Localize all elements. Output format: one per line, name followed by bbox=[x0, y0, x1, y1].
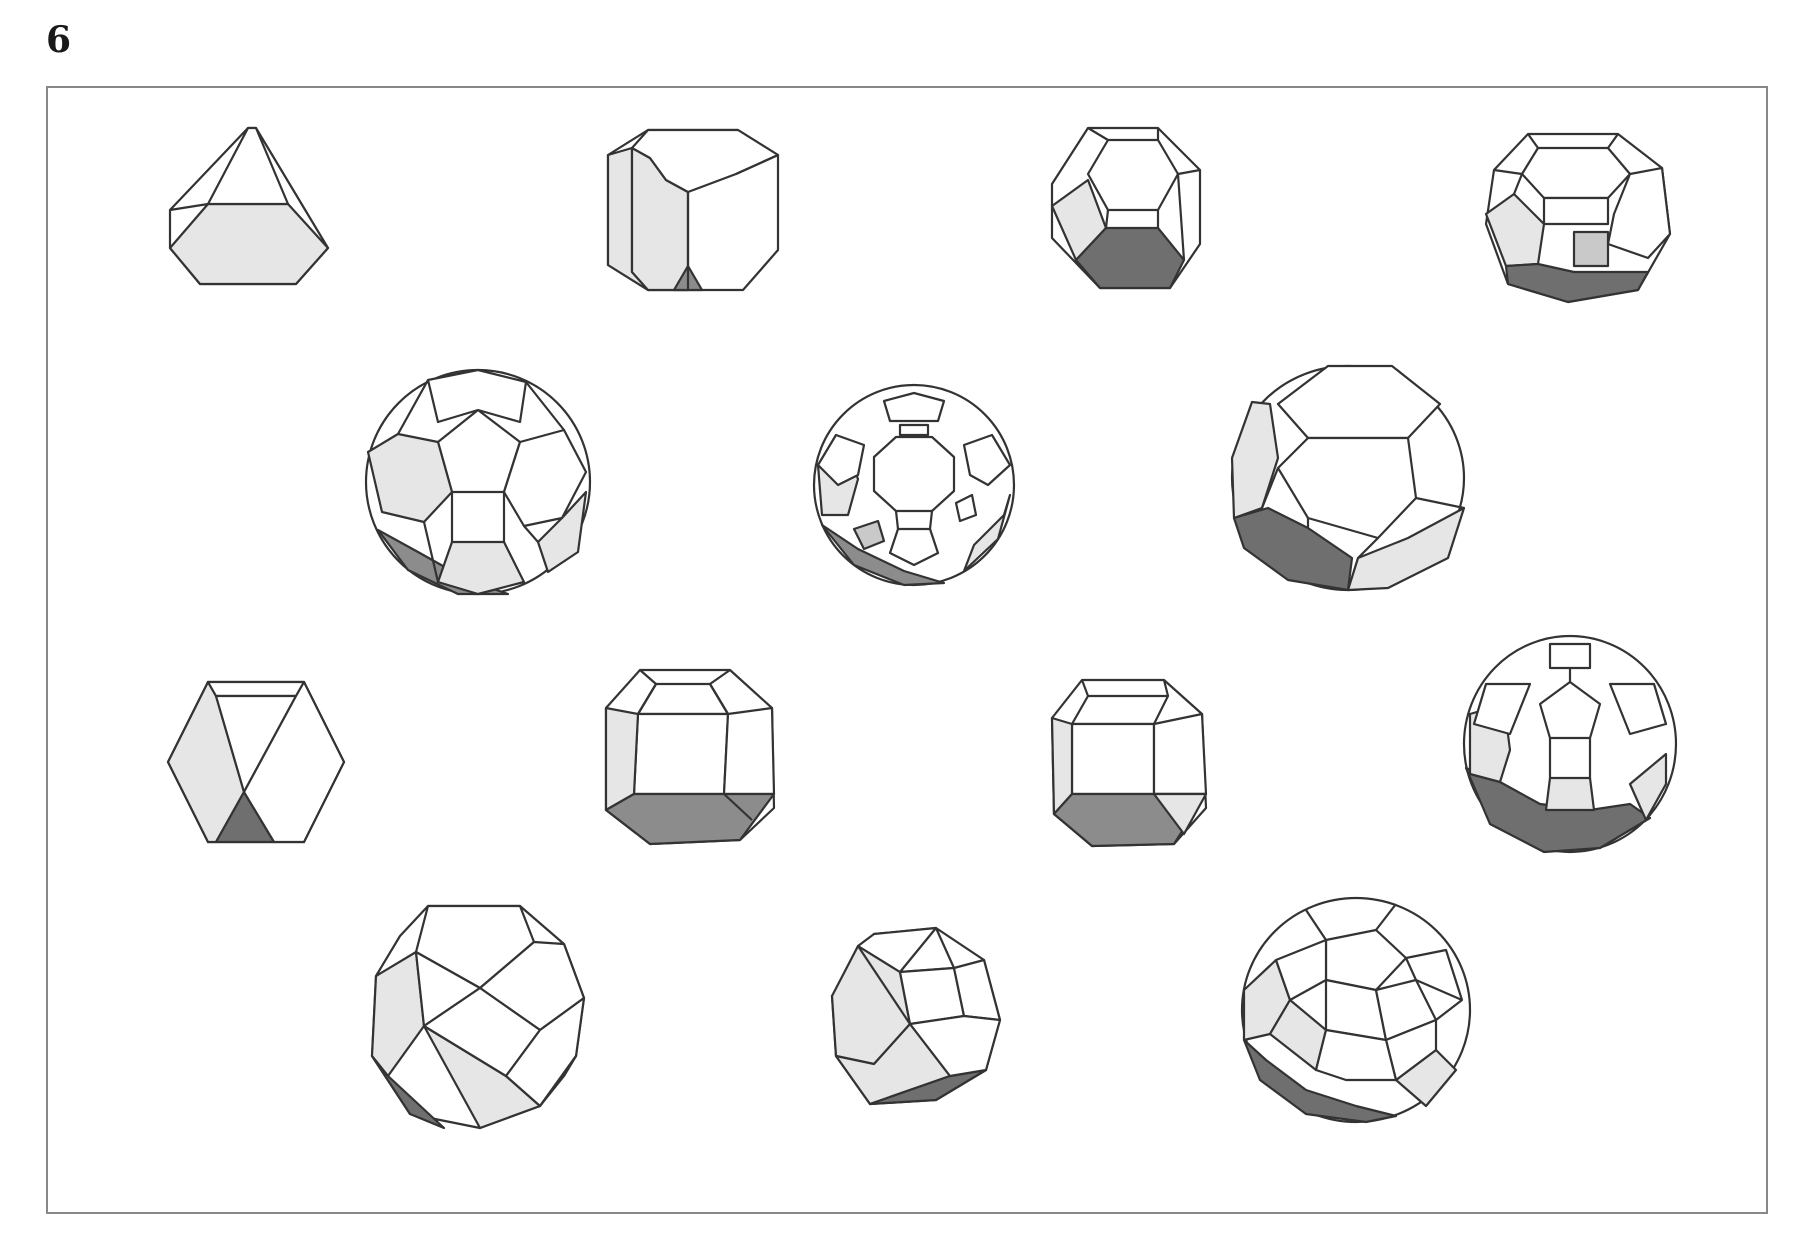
snub-cube-solid bbox=[830, 926, 1002, 1106]
truncated-icosidodecahedron-solid bbox=[812, 383, 1016, 587]
truncated-octahedron-solid bbox=[1050, 126, 1202, 290]
figure-plate bbox=[46, 86, 1768, 1214]
pseudo-rhombicuboctahedron-solid bbox=[1050, 678, 1208, 848]
polyhedra-figure bbox=[166, 126, 1678, 1130]
truncated-cube-solid bbox=[606, 128, 780, 292]
truncated-dodecahedron-solid bbox=[1230, 364, 1466, 592]
truncated-cuboctahedron-solid bbox=[1484, 132, 1672, 304]
truncated-icosahedron-solid bbox=[364, 368, 592, 596]
snub-dodecahedron-solid bbox=[1240, 896, 1472, 1124]
cuboctahedron-solid bbox=[166, 680, 346, 844]
truncated-tetrahedron-solid bbox=[168, 126, 330, 286]
icosidodecahedron-solid bbox=[370, 904, 586, 1130]
page-number: 6 bbox=[46, 19, 72, 61]
rhombicuboctahedron-solid bbox=[604, 668, 776, 846]
rhombicosidodecahedron-solid bbox=[1462, 634, 1678, 854]
